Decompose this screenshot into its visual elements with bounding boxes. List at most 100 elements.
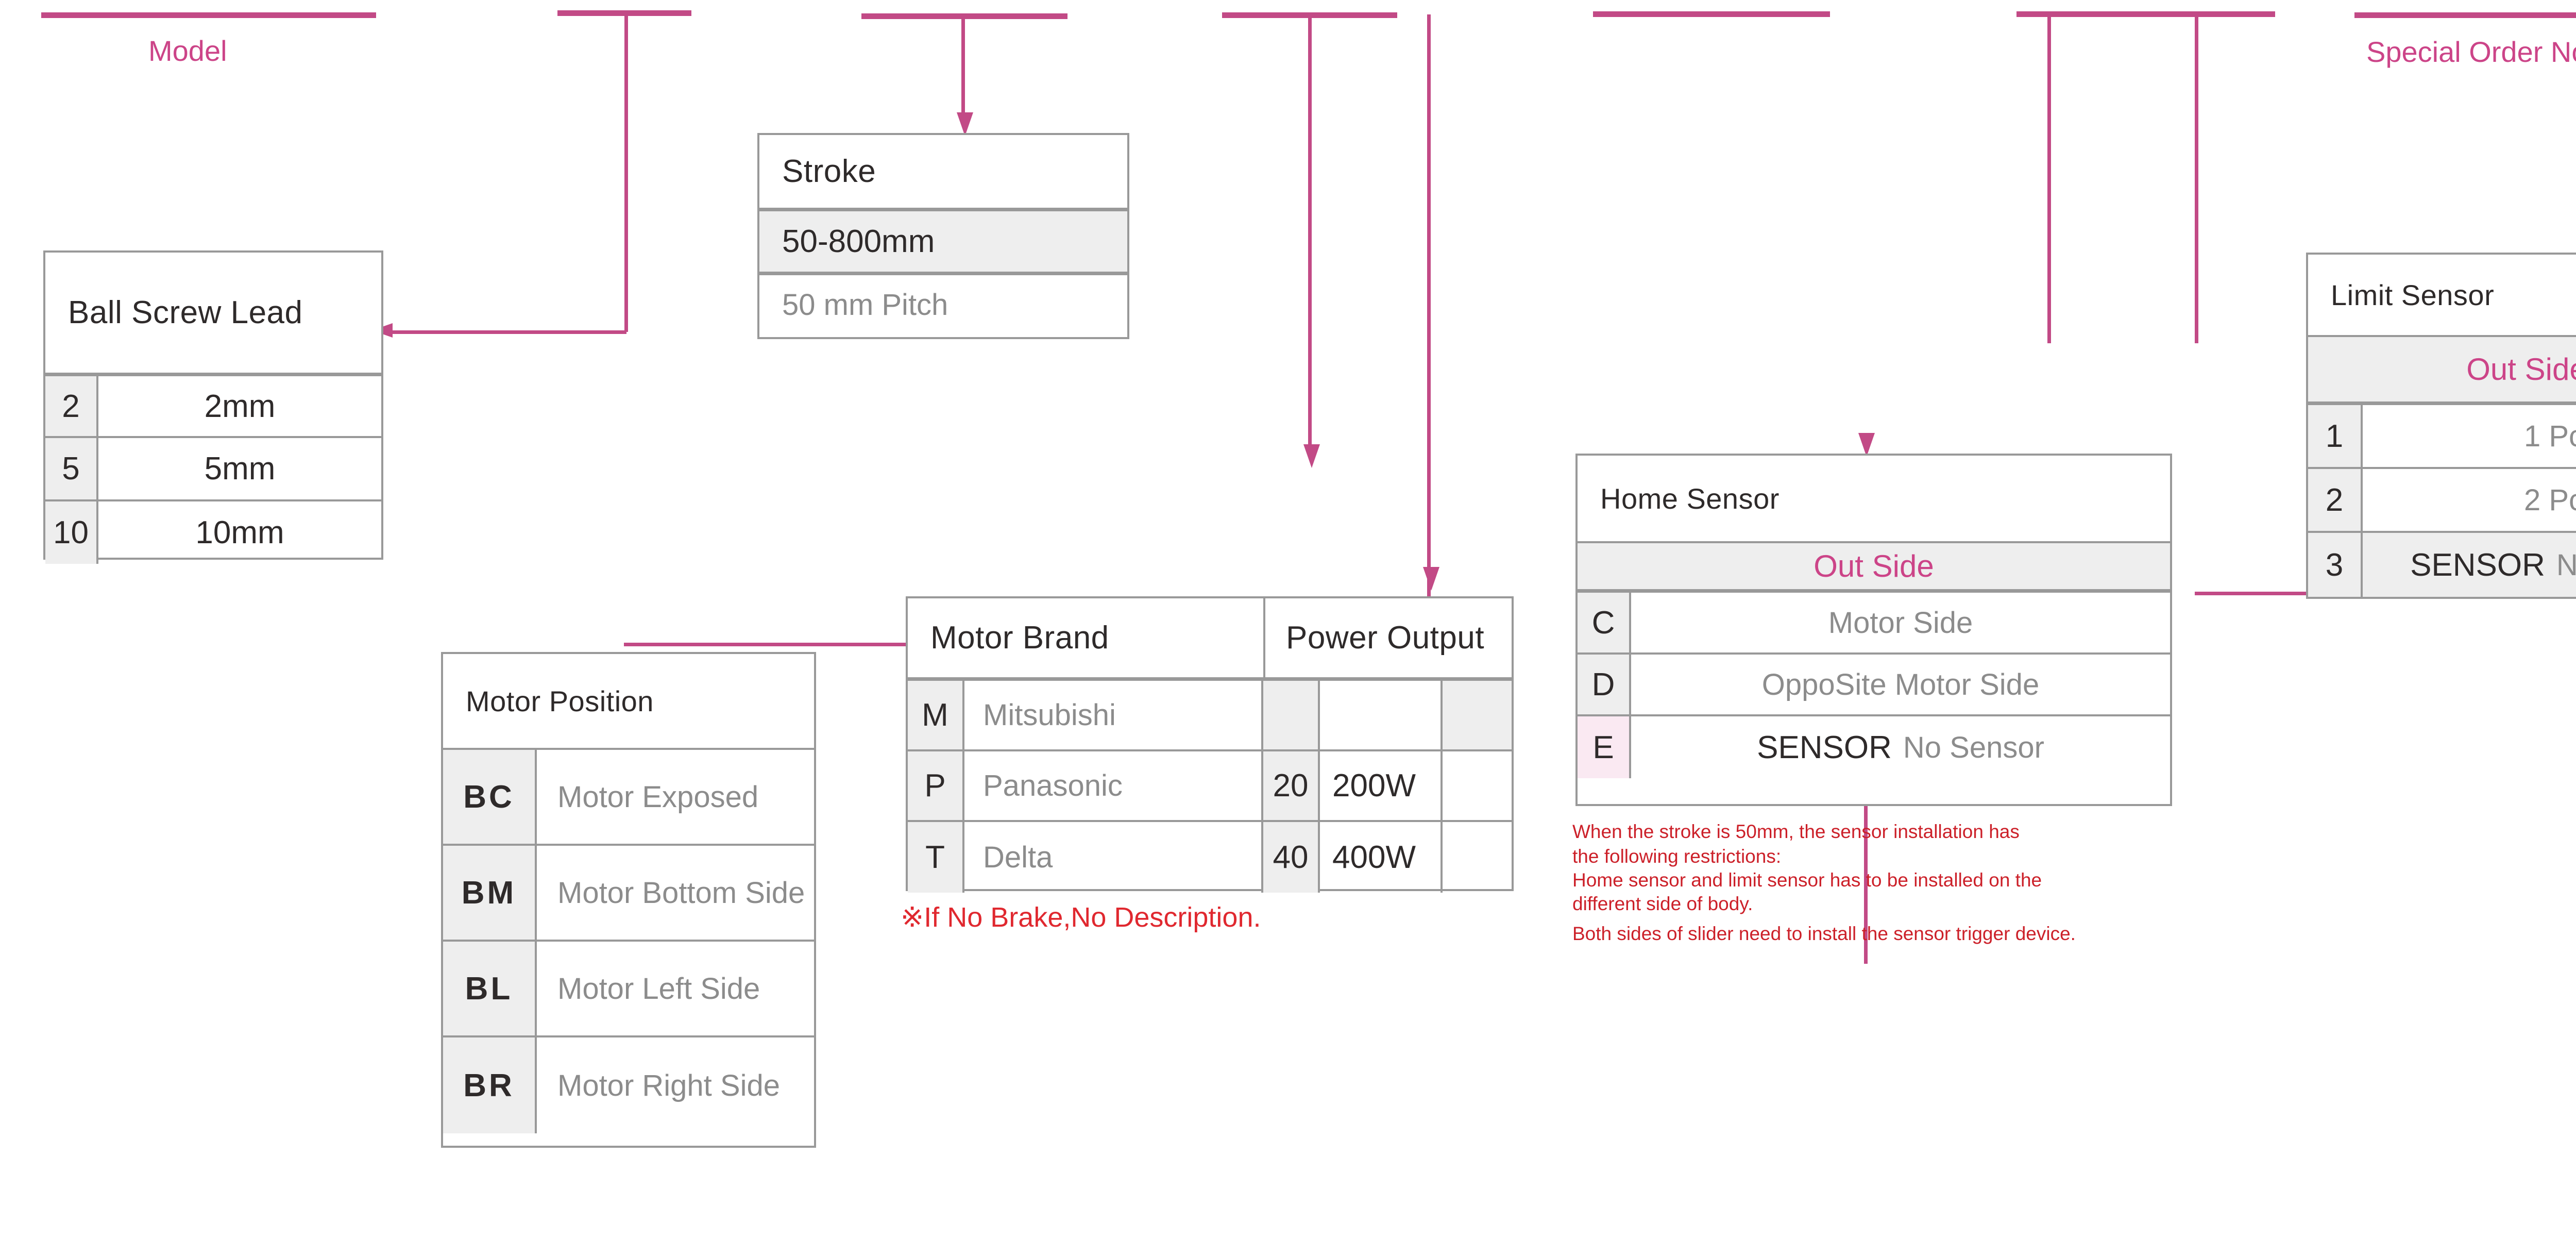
- motor-brand-header: Motor Brand Power Output: [908, 598, 1512, 681]
- table-row: C Motor Side: [1578, 593, 2170, 655]
- power-output-spare-cell: [1443, 822, 1512, 893]
- power-output-code: 20: [1263, 751, 1320, 820]
- leader-bar-motorbrand: [1593, 11, 1830, 17]
- motor-position-desc: Motor Exposed: [557, 780, 759, 814]
- table-home-sensor: Home Sensor Out Side C Motor Side D Oppo…: [1575, 454, 2172, 806]
- motor-position-code: BR: [443, 1037, 537, 1133]
- limit-sensor-title: Limit Sensor: [2331, 278, 2495, 311]
- ball-screw-lead-desc: 5mm: [204, 451, 276, 487]
- table-row: D OppoSite Motor Side: [1578, 655, 2170, 716]
- motor-position-header: Motor Position: [443, 654, 814, 750]
- ball-screw-lead-code: 10: [45, 501, 98, 564]
- motor-position-desc: Motor Bottom Side: [557, 876, 805, 910]
- label-model: Model: [148, 35, 227, 67]
- table-row: BR Motor Right Side: [443, 1037, 814, 1133]
- motor-position-desc: Motor Left Side: [557, 972, 760, 1006]
- limit-sensor-desc: No Sensor: [2556, 548, 2576, 582]
- arrow-home-sensor: [1858, 433, 1875, 457]
- connector-lead-h: [392, 330, 626, 334]
- table-motor-position: Motor Position BC Motor Exposed BM Motor…: [441, 652, 816, 1148]
- table-row: 2 2 Pc: [2308, 469, 2576, 533]
- motor-brand-code: P: [908, 751, 964, 820]
- power-output-spare-cell: [1443, 681, 1512, 749]
- limit-sensor-code: 2: [2308, 469, 2363, 531]
- arrow-motor-position: [1303, 444, 1320, 468]
- motor-position-code: BL: [443, 942, 537, 1035]
- leader-bar-homesensor: [2016, 11, 2171, 17]
- table-row: P Panasonic 20 200W: [908, 751, 1512, 822]
- motor-brand-name: Panasonic: [964, 751, 1263, 820]
- limit-sensor-desc: 1 Pc: [2523, 419, 2576, 453]
- leader-bar-specialorder: [2354, 12, 2576, 18]
- ball-screw-lead-desc: 10mm: [195, 515, 284, 550]
- leader-bar-model: [41, 12, 376, 18]
- power-output-code: 40: [1263, 822, 1320, 893]
- ball-screw-lead-desc: 2mm: [204, 388, 276, 424]
- home-sensor-header: Home Sensor: [1578, 456, 2170, 543]
- sensor-note-line1: When the stroke is 50mm, the sensor inst…: [1572, 821, 2020, 842]
- power-output-code: [1263, 681, 1320, 749]
- home-sensor-code: C: [1578, 593, 1631, 652]
- arrow-stroke: [957, 112, 973, 136]
- table-row: 3 SENSOR No Sensor: [2308, 533, 2576, 597]
- sensor-note-line5: Both sides of slider need to install the…: [1572, 923, 2076, 944]
- ball-screw-lead-code: 5: [45, 438, 98, 499]
- table-row: 2 2mm: [45, 376, 381, 438]
- table-row: 50-800mm: [759, 211, 1127, 275]
- home-sensor-desc: No Sensor: [1903, 730, 2044, 764]
- leader-stem-limitsensor: [2195, 13, 2198, 343]
- ball-screw-lead-code: 2: [45, 376, 98, 436]
- table-row: E SENSOR No Sensor: [1578, 716, 2170, 778]
- arrow-motor-brand: [1423, 567, 1439, 591]
- table-row: 50 mm Pitch: [759, 275, 1127, 334]
- table-row: M Mitsubishi: [908, 681, 1512, 751]
- limit-sensor-desc-wrap: SENSOR No Sensor: [2363, 533, 2576, 597]
- power-output-value: 400W: [1320, 822, 1443, 893]
- motor-brand-name: Delta: [964, 822, 1263, 893]
- home-sensor-desc-wrap: SENSOR No Sensor: [1631, 716, 2170, 778]
- table-row: T Delta 40 400W: [908, 822, 1512, 893]
- table-row: 5 5mm: [45, 438, 381, 501]
- motor-brand-name: Mitsubishi: [964, 681, 1263, 749]
- motor-position-code: BM: [443, 846, 537, 940]
- motor-brand-title: Motor Brand: [908, 598, 1265, 677]
- leader-stem-lead: [624, 12, 628, 332]
- table-limit-sensor: Limit Sensor Out Side 1 1 Pc 2 2 Pc 3 SE…: [2306, 253, 2576, 599]
- limit-sensor-strong: SENSOR: [2410, 547, 2545, 583]
- power-output-value: [1320, 681, 1443, 749]
- home-sensor-code: E: [1578, 716, 1631, 778]
- table-row: 1 1 Pc: [2308, 405, 2576, 469]
- motor-position-code: BC: [443, 750, 537, 844]
- stroke-header: Stroke: [759, 135, 1127, 211]
- ball-screw-lead-header: Ball Screw Lead: [45, 253, 381, 376]
- home-sensor-desc: Motor Side: [1828, 606, 1973, 640]
- table-motor-brand: Motor Brand Power Output M Mitsubishi P …: [906, 596, 1514, 893]
- limit-sensor-header: Limit Sensor: [2308, 255, 2576, 337]
- sensor-note-line2: the following restrictions:: [1572, 846, 1782, 867]
- power-output-title: Power Output: [1286, 620, 1485, 656]
- table-row: BL Motor Left Side: [443, 942, 814, 1037]
- motor-brand-code: T: [908, 822, 964, 893]
- home-sensor-band: Out Side: [1578, 543, 2170, 593]
- label-special-order: Special Order No.: [2366, 36, 2576, 68]
- leader-stem-stroke: [961, 15, 965, 113]
- limit-sensor-band: Out Side: [2308, 337, 2576, 405]
- motor-brand-code: M: [908, 681, 964, 749]
- leader-stem-motorpos: [1308, 14, 1312, 447]
- limit-sensor-desc: 2 Pc: [2523, 483, 2576, 517]
- motor-position-desc: Motor Right Side: [557, 1068, 780, 1102]
- stroke-title: Stroke: [782, 154, 876, 189]
- connector-motorbrand-v: [1427, 14, 1431, 644]
- no-brake-footnote: ※If No Brake,No Description.: [901, 902, 1261, 933]
- connector-limitsensor-h: [2195, 592, 2309, 595]
- table-ball-screw-lead: Ball Screw Lead 2 2mm 5 5mm 10 10mm: [43, 250, 383, 564]
- leader-stem-homesensor: [2047, 13, 2051, 343]
- home-sensor-strong: SENSOR: [1757, 729, 1892, 765]
- table-row: 10 10mm: [45, 501, 381, 564]
- power-output-value: 200W: [1320, 751, 1443, 820]
- sensor-note-line3: Home sensor and limit sensor has to be i…: [1572, 869, 2042, 891]
- stroke-pitch: 50 mm Pitch: [782, 288, 948, 322]
- limit-sensor-code: 3: [2308, 533, 2363, 597]
- limit-sensor-code: 1: [2308, 405, 2363, 467]
